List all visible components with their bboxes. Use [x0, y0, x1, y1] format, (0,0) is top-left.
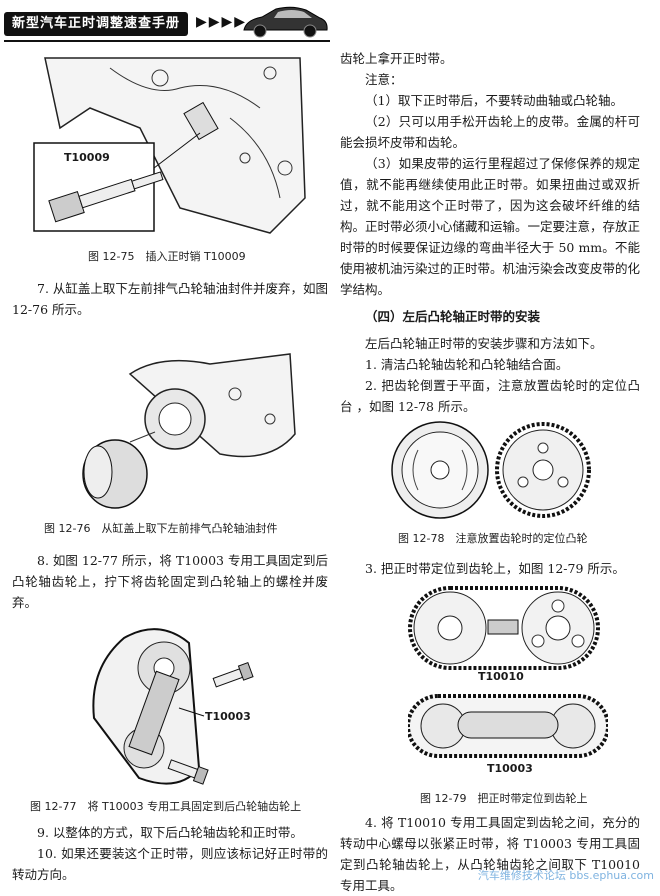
step-7: 7. 从缸盖上取下左前排气凸轮轴油封件并废弃，如图 12-76 所示。: [12, 281, 328, 317]
step-2: 2. 把齿轮倒置于平面，注意放置齿轮时的定位凸台 ，如图 12-78 所示。: [340, 378, 640, 414]
fig76-caption: 图 12-76 从缸盖上取下左前排气凸轮轴油封件: [44, 522, 278, 535]
book-title: 新型汽车正时调整速查手册: [4, 12, 189, 36]
header-arrows: ▶▶▶▶: [196, 14, 248, 30]
note-3: （3）如果皮带的运行里程超过了保修保养的规定值，就不能再继续使用此正时带。如果扭…: [340, 156, 641, 297]
fig77-caption: 图 12-77 将 T10003 专用工具固定到后凸轮轴齿轮上: [30, 800, 302, 813]
fig79-caption: 图 12-79 把正时带定位到齿轮上: [420, 792, 588, 805]
section-heading: （四）左后凸轮轴正时带的安装: [365, 309, 541, 324]
car-logo-icon: [243, 6, 328, 38]
fig79-tool-label-top: T10010: [478, 670, 524, 683]
figure-12-79: [408, 586, 608, 758]
fig78-caption: 图 12-78 注意放置齿轮时的定位凸轮: [398, 532, 588, 545]
figure-12-76: [82, 353, 296, 509]
figure-12-78: [391, 421, 591, 519]
fig79-tool-label-bottom: T10003: [487, 762, 533, 775]
step-3: 3. 把正时带定位到齿轮上，如图 12-79 所示。: [365, 561, 625, 576]
step-8: 8. 如图 12-77 所示，将 T10003 专用工具固定到后凸轮轴齿轮上，拧…: [12, 553, 328, 610]
fig75-tool-label: T10009: [64, 151, 110, 164]
note-2: （2）只可以用手松开齿轮上的皮带。金属的杆可能会损坏皮带和齿轮。: [340, 114, 640, 150]
watermark: 汽车维修技术论坛 bbs.ephua.com: [477, 869, 654, 882]
fig75-caption: 图 12-75 插入正时销 T10009: [88, 250, 246, 263]
intro: 左后凸轮轴正时带的安装步骤和方法如下。: [365, 336, 603, 351]
para-continued: 齿轮上拿开正时带。: [340, 51, 453, 66]
page-header: 新型汽车正时调整速查手册 ▶▶▶▶: [0, 0, 660, 42]
step-1: 1. 清洁凸轮轴齿轮和凸轮轴结合面。: [365, 357, 569, 372]
step-4: 4. 将 T10010 专用工具固定到齿轮之间，充分的转动中心螺母以张紧正时带，…: [340, 815, 640, 893]
figure-12-77: [92, 628, 254, 785]
note-title: 注意：: [365, 72, 403, 87]
header-rule: [4, 40, 330, 42]
step-10: 10. 如果还要装这个正时带，则应该标记好正时带的转动方向。: [12, 846, 328, 882]
figure-12-75: [33, 57, 306, 234]
note-1: （1）取下正时带后，不要转动曲轴或凸轮轴。: [365, 93, 623, 108]
step-9: 9. 以整体的方式，取下后凸轮轴齿轮和正时带。: [37, 825, 303, 840]
fig77-tool-label: T10003: [205, 710, 251, 723]
